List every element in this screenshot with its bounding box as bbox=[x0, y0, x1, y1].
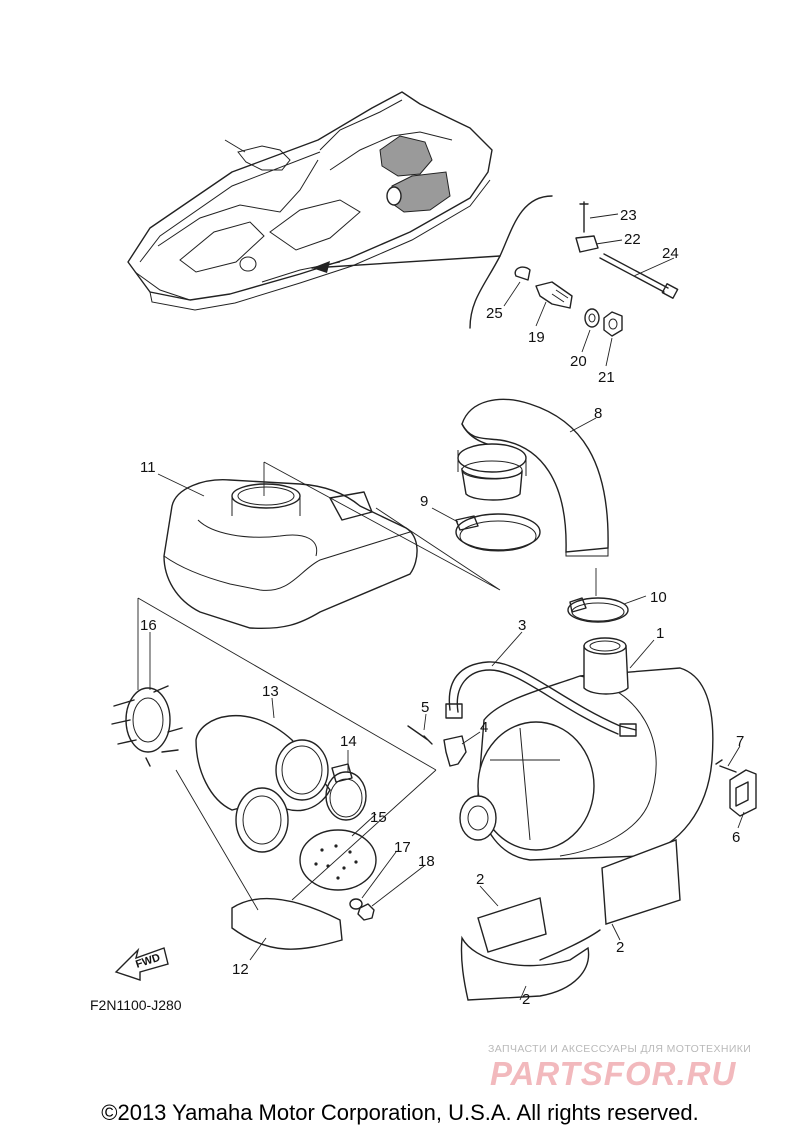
callout-22: 22 bbox=[624, 231, 641, 248]
callout-2a: 2 bbox=[476, 871, 484, 888]
drawing-code: F2N1100-J280 bbox=[90, 997, 182, 1013]
leader-lines bbox=[149, 213, 745, 1001]
watermark-logo: PARTSFOR.RU bbox=[490, 1055, 737, 1092]
copyright-notice: ©2013 Yamaha Motor Corporation, U.S.A. A… bbox=[101, 1100, 699, 1125]
part-12-heat-shield bbox=[231, 897, 343, 950]
part-10-clamp bbox=[567, 568, 629, 623]
part-1-muffler bbox=[459, 637, 714, 861]
callout-17: 17 bbox=[394, 839, 411, 856]
callout-14: 14 bbox=[340, 733, 357, 750]
callout-18: 18 bbox=[418, 853, 435, 870]
part-2-covers bbox=[460, 839, 681, 1001]
callout-25: 25 bbox=[486, 305, 503, 322]
callout-1: 1 bbox=[656, 625, 664, 642]
part-8-exhaust-pipe bbox=[457, 398, 609, 557]
part-13-exhaust-tube bbox=[195, 714, 331, 853]
part-4-bracket bbox=[443, 735, 467, 767]
callout-7: 7 bbox=[736, 733, 744, 750]
hardware-group bbox=[514, 201, 679, 337]
callout-4: 4 bbox=[480, 719, 488, 736]
callout-15: 15 bbox=[370, 809, 387, 826]
part-16-studs bbox=[111, 685, 183, 767]
assembly-outline bbox=[137, 597, 437, 911]
part-14-clamp bbox=[325, 763, 367, 821]
callout-10: 10 bbox=[650, 589, 667, 606]
fwd-arrow-icon: FWD bbox=[114, 947, 169, 981]
callout-2b: 2 bbox=[616, 939, 624, 956]
callout-9: 9 bbox=[420, 493, 428, 510]
part-17-washer bbox=[349, 898, 363, 910]
part-15-plate bbox=[299, 829, 377, 891]
callout-6: 6 bbox=[732, 829, 740, 846]
callout-19: 19 bbox=[528, 329, 545, 346]
callout-16: 16 bbox=[140, 617, 157, 634]
watermark-tagline: ЗАПЧАСТИ И АКСЕССУАРЫ ДЛЯ МОТОТЕХНИКИ bbox=[488, 1043, 752, 1055]
callout-20: 20 bbox=[570, 353, 587, 370]
callout-3: 3 bbox=[518, 617, 526, 634]
callout-24: 24 bbox=[662, 245, 679, 262]
callout-labels: 1 2 2 2 3 4 5 6 7 8 9 10 11 12 13 14 15 … bbox=[140, 207, 744, 1008]
part-5-rivet bbox=[407, 725, 433, 745]
watercraft-illustration bbox=[127, 91, 553, 329]
callout-13: 13 bbox=[262, 683, 279, 700]
callout-11: 11 bbox=[140, 459, 156, 476]
callout-12: 12 bbox=[232, 961, 249, 978]
part-18-nut bbox=[357, 903, 375, 921]
callout-2c: 2 bbox=[522, 991, 530, 1008]
callout-21: 21 bbox=[598, 369, 615, 386]
part-6-bracket bbox=[729, 769, 757, 817]
callout-23: 23 bbox=[620, 207, 637, 224]
callout-5: 5 bbox=[421, 699, 429, 716]
callout-8: 8 bbox=[594, 405, 602, 422]
part-11-water-lock bbox=[163, 461, 501, 630]
part-3-strap bbox=[445, 661, 637, 737]
part-7-bolt bbox=[715, 759, 737, 773]
part-9-clamp bbox=[455, 513, 541, 552]
